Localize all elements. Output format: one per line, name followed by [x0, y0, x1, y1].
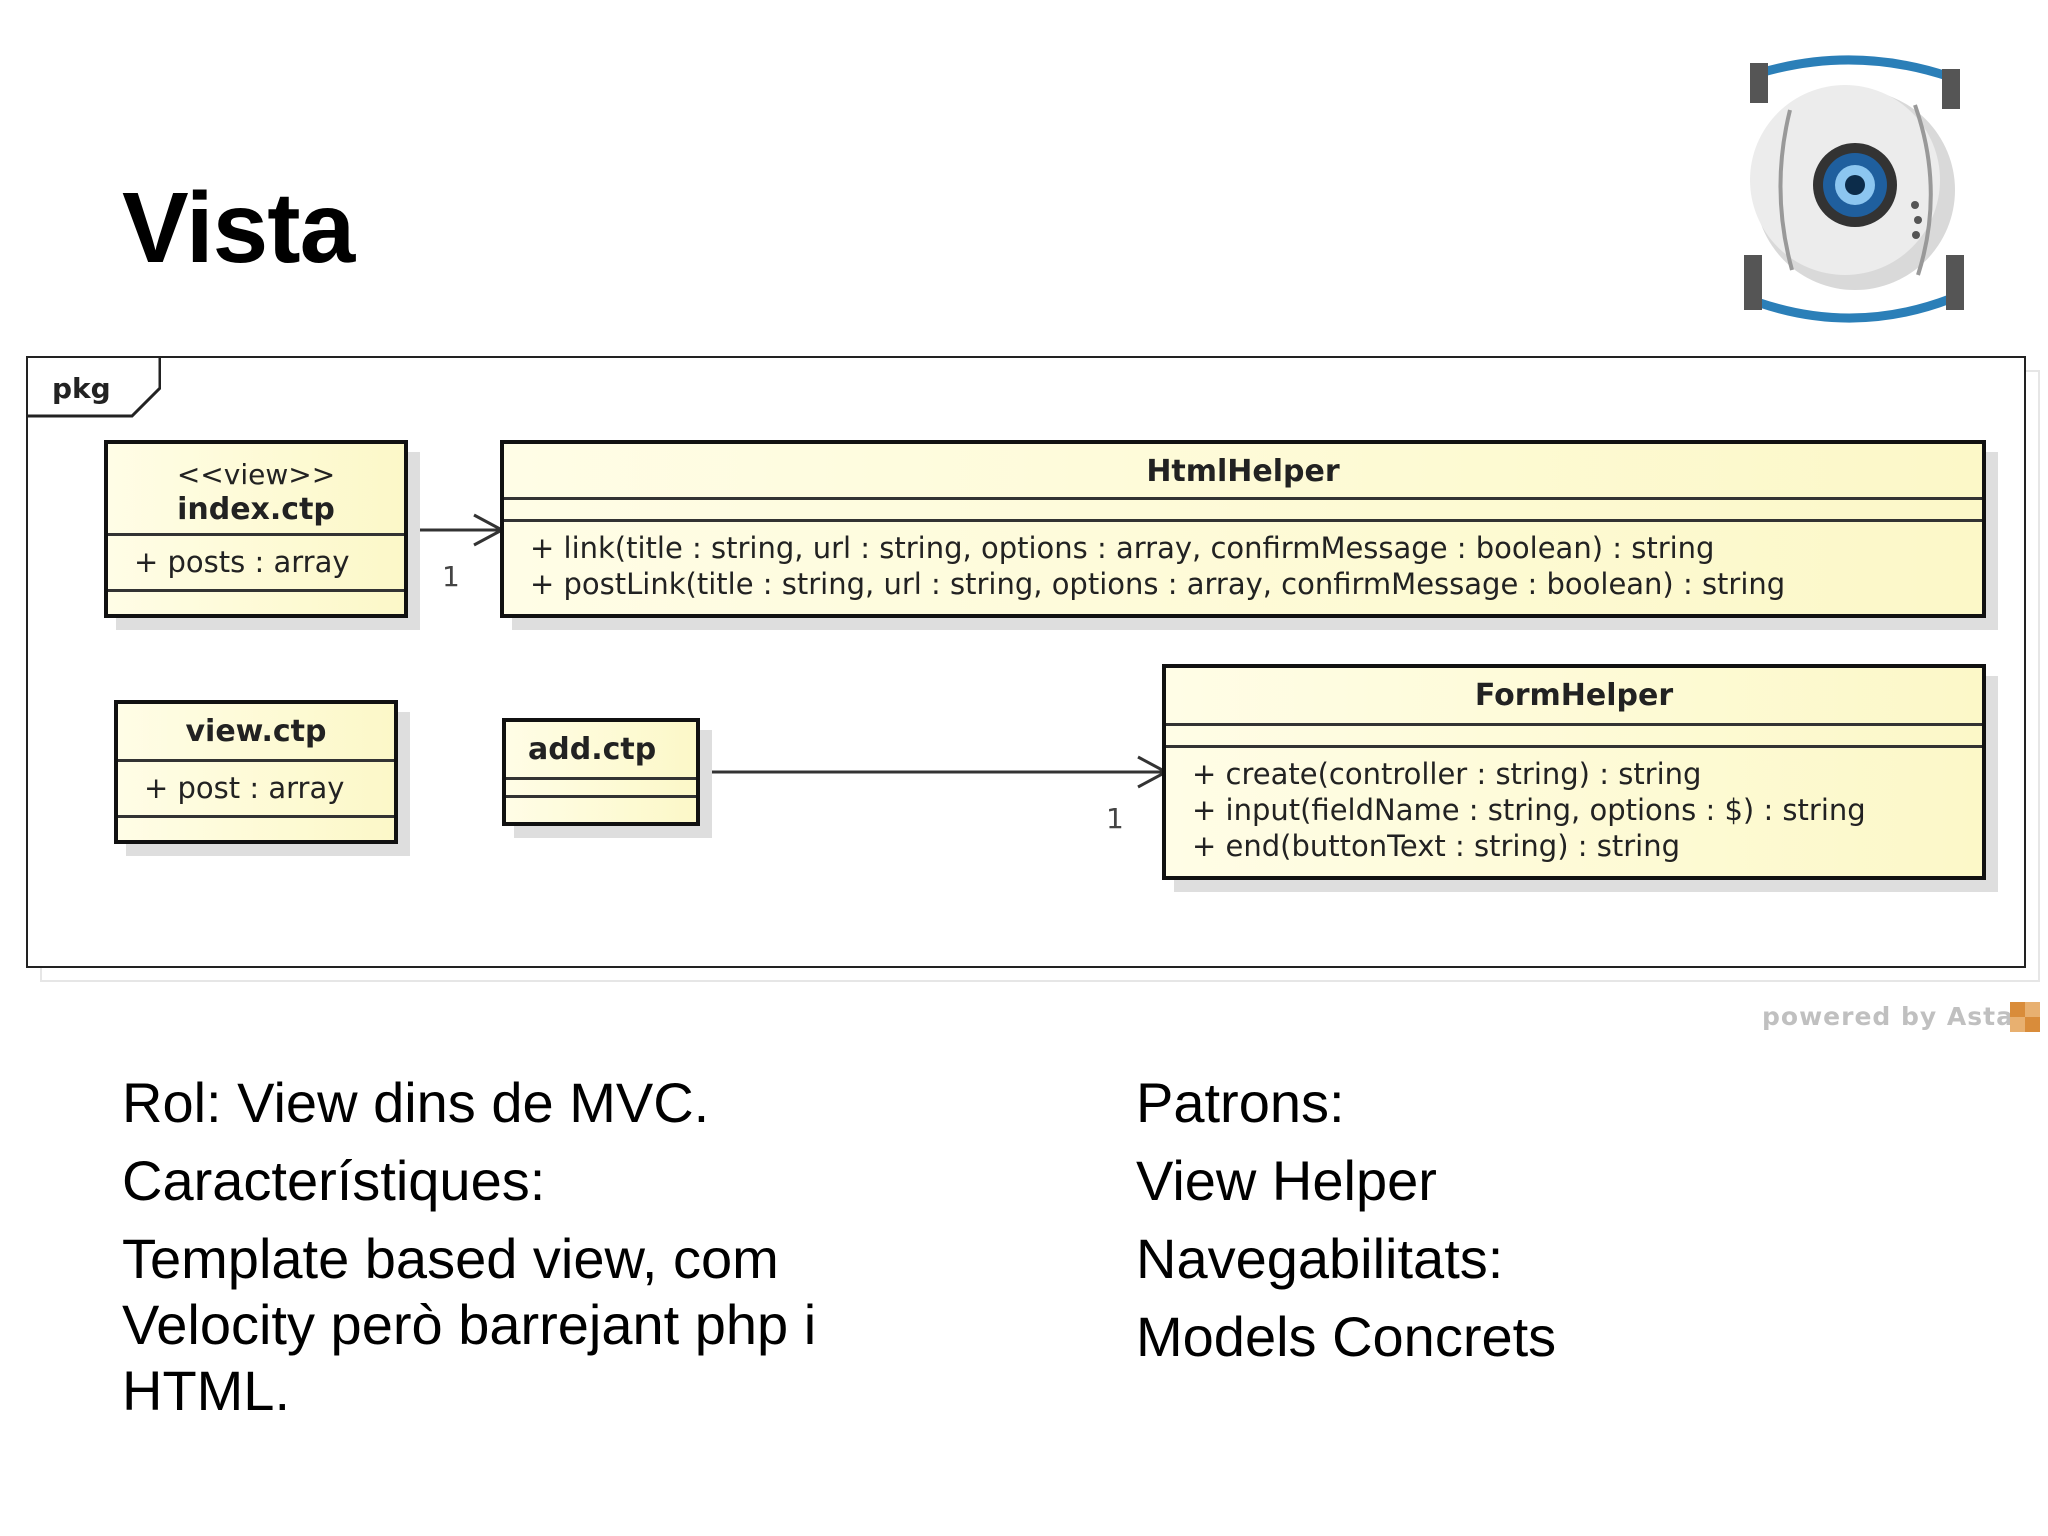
multiplicity-label: 1	[442, 560, 460, 593]
class-method: + postLink(title : string, url : string,…	[530, 567, 1786, 601]
class-name: FormHelper	[1474, 678, 1674, 713]
class-form-helper: FormHelper + create(controller : string)…	[1162, 664, 1986, 880]
left-text-line: Velocity però barrejant php i	[122, 1293, 817, 1356]
class-name: index.ctp	[177, 492, 335, 527]
class-attribute: + post : array	[144, 771, 345, 805]
class-view-ctp: view.ctp + post : array	[114, 700, 398, 844]
class-name: HtmlHelper	[1146, 454, 1340, 489]
class-html-helper: HtmlHelper + link(title : string, url : …	[500, 440, 1986, 618]
astah-logo-icon	[2010, 1002, 2040, 1032]
right-text-line: Patrons:	[1136, 1071, 1345, 1134]
right-text-line: View Helper	[1136, 1149, 1437, 1212]
class-method: + create(controller : string) : string	[1192, 757, 1702, 791]
class-method: + input(fieldName : string, options : $)…	[1192, 793, 1866, 827]
left-text-line: HTML.	[122, 1359, 290, 1422]
package-label: pkg	[52, 372, 111, 405]
class-attribute: + posts : array	[134, 545, 350, 579]
right-text-line: Navegabilitats:	[1136, 1227, 1504, 1290]
left-text-line: Rol: View dins de MVC.	[122, 1071, 710, 1134]
class-index-ctp: <<view>> index.ctp + posts : array	[104, 440, 408, 618]
slide-title: Vista	[122, 172, 355, 284]
astah-watermark: powered by Astah	[1762, 1002, 2033, 1031]
class-stereotype: <<view>>	[176, 458, 336, 491]
left-text-line: Template based view, com	[122, 1227, 779, 1290]
class-add-ctp: add.ctp	[502, 718, 700, 826]
class-name: view.ctp	[185, 714, 327, 749]
package-tab	[26, 356, 161, 418]
class-method: + link(title : string, url : string, opt…	[530, 531, 1715, 565]
left-text-line: Característiques:	[122, 1149, 546, 1212]
robot-logo-icon	[1744, 55, 1964, 323]
class-name: add.ctp	[528, 732, 657, 767]
class-method: + end(buttonText : string) : string	[1192, 829, 1680, 863]
right-text-line: Models Concrets	[1136, 1305, 1557, 1368]
multiplicity-label: 1	[1106, 802, 1124, 835]
